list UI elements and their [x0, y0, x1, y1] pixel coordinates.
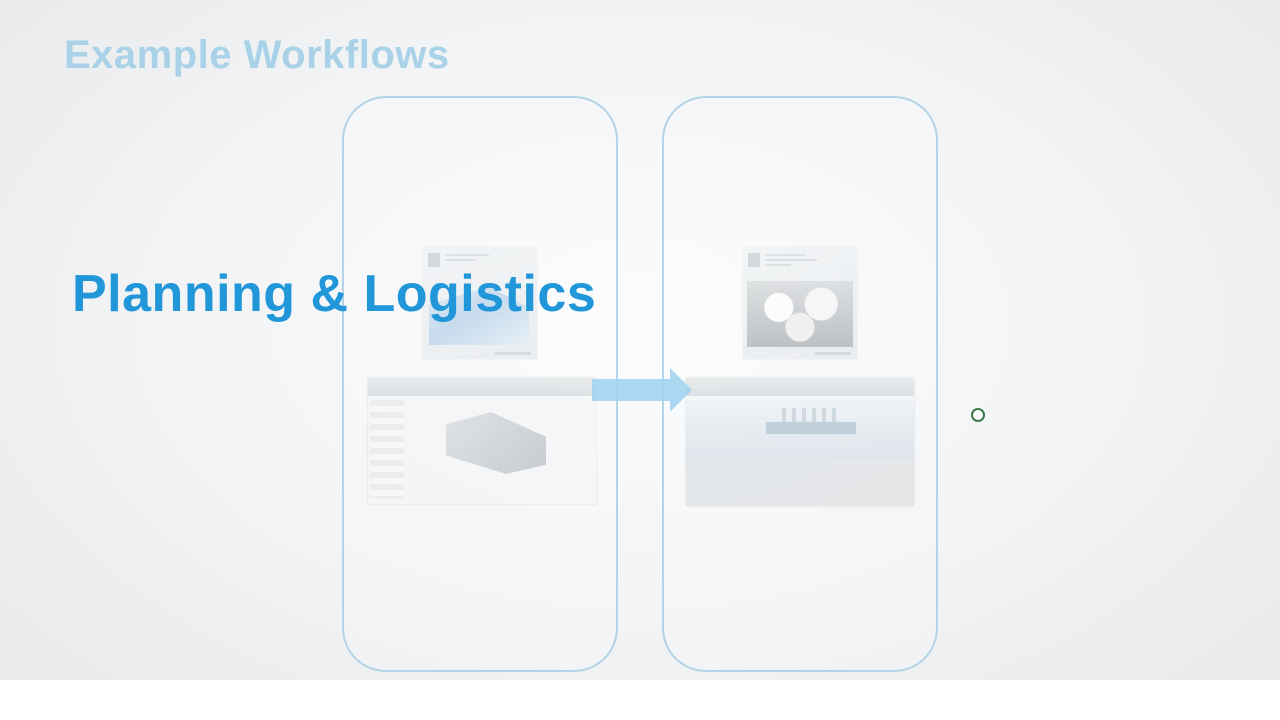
app-sidebar [370, 400, 404, 498]
cloud-art-icon [747, 281, 853, 347]
viewport-ground [686, 460, 914, 506]
ship-simulation-screenshot-icon [686, 378, 914, 506]
cursor-icon [971, 408, 985, 422]
ship-masts-icon [782, 408, 842, 422]
product-name-lines [765, 254, 817, 269]
app-toolbar [368, 378, 596, 396]
building-model-screenshot-icon [368, 378, 596, 504]
product-logo-icon [428, 253, 440, 267]
section-title: Example Workflows [64, 33, 450, 77]
right-arrow-icon [592, 368, 692, 412]
building-model-icon [446, 412, 546, 474]
revit-product-box-icon [423, 247, 537, 359]
vendor-mark-icon [495, 352, 531, 355]
product-name-lines [445, 254, 489, 264]
ship-hull-icon [766, 422, 856, 434]
navisworks-product-box-icon [743, 247, 857, 359]
bottom-band [0, 680, 1280, 720]
app-toolbar [686, 378, 914, 396]
vendor-mark-icon [815, 352, 851, 355]
product-logo-icon [748, 253, 760, 267]
headline: Planning & Logistics [72, 265, 597, 323]
